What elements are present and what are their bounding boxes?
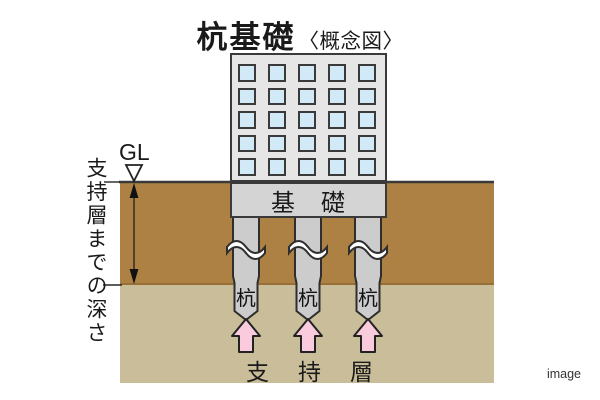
building-window bbox=[358, 158, 376, 176]
gl-marker-icon bbox=[124, 164, 144, 184]
title-main: 杭基礎 bbox=[196, 20, 296, 55]
building-window bbox=[298, 87, 316, 105]
building-window bbox=[298, 64, 316, 82]
foundation-block: 基 礎 bbox=[230, 182, 387, 218]
building-window bbox=[298, 111, 316, 129]
depth-axis-label: 支持層までの深さ bbox=[84, 157, 107, 345]
building-window bbox=[358, 87, 376, 105]
bearing-force-arrow-icon bbox=[293, 318, 323, 353]
watermark: image bbox=[546, 367, 581, 381]
gl-label: GL bbox=[119, 139, 150, 165]
building-window bbox=[328, 87, 346, 105]
building-window bbox=[238, 87, 256, 105]
building-windows bbox=[232, 55, 385, 180]
building-window bbox=[358, 64, 376, 82]
building-window bbox=[328, 134, 346, 152]
building-window bbox=[238, 111, 256, 129]
building-window bbox=[268, 111, 286, 129]
building-window bbox=[268, 134, 286, 152]
pile-break-icon bbox=[288, 240, 328, 260]
bearing-force-arrow-icon bbox=[353, 318, 383, 353]
building-window bbox=[268, 87, 286, 105]
building-window bbox=[238, 64, 256, 82]
building-window bbox=[298, 134, 316, 152]
building-window bbox=[328, 158, 346, 176]
title-sub: 〈概念図〉 bbox=[298, 30, 404, 53]
pile-break-icon bbox=[226, 240, 266, 260]
building-window bbox=[268, 158, 286, 176]
pile-label: 杭 bbox=[358, 287, 378, 310]
pile-break-icon bbox=[348, 240, 388, 260]
depth-arrow-icon bbox=[129, 183, 139, 284]
pile-label: 杭 bbox=[298, 287, 318, 310]
building-window bbox=[298, 158, 316, 176]
building-window bbox=[358, 134, 376, 152]
foundation-label: 基 礎 bbox=[271, 189, 346, 217]
bearing-force-arrow-icon bbox=[231, 318, 261, 353]
building-window bbox=[358, 111, 376, 129]
piles-group: 杭杭杭 bbox=[226, 216, 388, 353]
building-window bbox=[328, 111, 346, 129]
bearing-layer-label: 支持層 bbox=[246, 359, 402, 385]
building-window bbox=[238, 134, 256, 152]
building-window bbox=[328, 64, 346, 82]
pile-label: 杭 bbox=[236, 287, 256, 310]
building-window bbox=[238, 158, 256, 176]
building-window bbox=[268, 64, 286, 82]
building bbox=[230, 53, 387, 182]
diagram-title: 杭基礎 〈概念図〉 bbox=[197, 12, 404, 57]
